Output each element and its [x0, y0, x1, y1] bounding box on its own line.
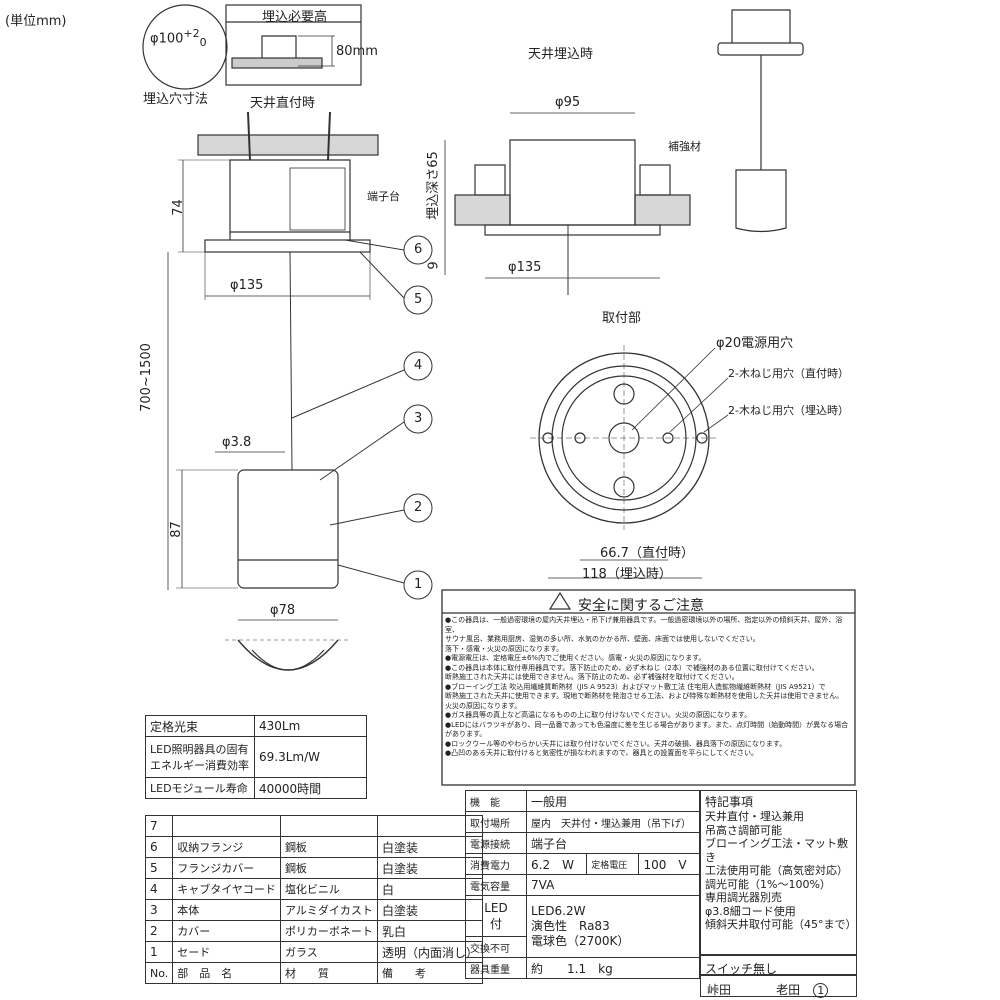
- safety-title: 安全に関するご注意: [578, 598, 704, 614]
- ceiling-section: [197, 134, 379, 156]
- dim-d118: 118（埋込時）: [582, 567, 672, 582]
- note-line: 専用調光器別売: [705, 891, 782, 904]
- dim-h700: 700~1500: [138, 343, 154, 412]
- safety-line: 落下・感電・火災の原因になります。: [445, 644, 564, 653]
- note-line: ブローイング工法・マット敷き: [705, 837, 848, 864]
- dim-depth65: 埋込深さ65: [425, 151, 441, 220]
- note-line: 調光可能（1%～100%）: [705, 877, 831, 891]
- safety-line: 断熱施工された天井には使用できません。落下防止のため、必ず補強材を取付けてくださ…: [445, 673, 739, 681]
- signature-box: 峠田 老田 1: [700, 975, 857, 998]
- dim-d20: φ20電源用穴: [716, 336, 794, 351]
- callout-2: 2: [414, 500, 423, 515]
- view-mount-title: 取付部: [602, 311, 642, 326]
- hole-diameter: φ100+20: [150, 27, 207, 49]
- note-line: φ3.8細コード使用: [705, 904, 796, 918]
- label-terminal: 端子台: [367, 190, 400, 203]
- safety-line: ●LEDにはバラツキがあり、同一品番であっても色温度に差を生じる場合があります。…: [445, 720, 849, 739]
- safety-line: ●ロックウール等のやわらかい天井には取り付けないでください。天井の破損、器具落下…: [445, 739, 787, 748]
- label-reinforce: 補強材: [668, 140, 701, 153]
- callout-6: 6: [414, 242, 423, 257]
- dim-d667: 66.7（直付時）: [600, 546, 694, 561]
- dim-d78: φ78: [270, 603, 296, 618]
- embed-height-title: 埋込必要高: [262, 10, 328, 25]
- safety-line: ●ガス器具等の真上など高温になるものの上に取り付けないでください。火災の原因にな…: [445, 711, 752, 719]
- safety-line: ●凸凹のある天井に取付けると気密性が損なわれますので、器具との設置面を平らにして…: [445, 749, 758, 757]
- callout-1: 1: [414, 577, 423, 592]
- notes-list: 天井直付・埋込兼用吊高さ調節可能ブローイング工法・マット敷き工法使用可能（高気密…: [705, 810, 857, 932]
- view-recessed-title: 天井埋込時: [528, 47, 594, 62]
- callout-4: 4: [414, 358, 423, 373]
- switch-box: スイッチ無し: [700, 955, 857, 976]
- safety-text: ●この器具は、一般過密環境の屋内天井埋込・吊下げ兼用器具です。一般過密環境以外の…: [445, 616, 853, 759]
- dim-d95: φ95: [555, 95, 581, 110]
- dim-h87: 87: [168, 521, 184, 538]
- hole-size-circle: [142, 4, 228, 90]
- dim-h9: 9: [426, 261, 442, 270]
- hole-caption: 埋込穴寸法: [143, 92, 209, 107]
- note-line: 傾斜天井取付可能（45°まで）: [705, 918, 857, 931]
- flange-cover: [204, 239, 371, 253]
- dim-screw-direct: 2-木ねじ用穴（直付時）: [728, 367, 849, 380]
- pendant-body: [237, 469, 339, 589]
- safety-line: ●この器具は本体に取付専用器具です。落下防止のため、必ず木ねじ（2本）で補強材の…: [445, 663, 819, 672]
- dim-d38: φ3.8: [222, 435, 252, 450]
- callout-5: 5: [414, 292, 423, 307]
- callout-3: 3: [414, 411, 423, 426]
- info-table: 機 能一般用 取付場所屋内 天井付・埋込兼用（吊下げ） 電源接続端子台 消費電力…: [465, 790, 700, 979]
- safety-line: 断熱施工された天井に使用できます。現地で断熱材を発泡させる工法、および特殊な断熱…: [445, 692, 844, 700]
- safety-line: 火災の原因になります。: [445, 701, 522, 710]
- embed-height-value: 80mm: [336, 44, 378, 59]
- dim-d135b: φ135: [508, 260, 542, 275]
- note-line: 吊高さ調節可能: [705, 823, 782, 837]
- unit-label: (単位mm): [5, 14, 67, 29]
- dim-h74: 74: [170, 199, 186, 216]
- notes-box: 特記事項 天井直付・埋込兼用吊高さ調節可能ブローイング工法・マット敷き工法使用可…: [700, 790, 857, 955]
- dim-screw-recessed: 2-木ねじ用穴（埋込時）: [728, 404, 849, 417]
- safety-line: ●電源電圧は、定格電圧±6%内でご使用ください。感電・火災の原因になります。: [445, 654, 706, 662]
- safety-line: ●ブローイング工法 吹込用繊維質断熱材（JIS A 9523）およびマット敷工法…: [445, 682, 826, 691]
- note-line: 天井直付・埋込兼用: [705, 810, 804, 823]
- view-direct-title: 天井直付時: [250, 96, 316, 111]
- note-line: 工法使用可能（高気密対応）: [705, 864, 848, 877]
- parts-header: No.部 品 名材 質備 考: [144, 962, 483, 984]
- safety-line: サウナ風呂、業務用厨房、湿気の多い所、水気のかかる所、壁面、床面では使用しないで…: [445, 635, 760, 643]
- parts-row: 7: [144, 815, 483, 837]
- dim-d135: φ135: [230, 278, 264, 293]
- safety-line: ●この器具は、一般過密環境の屋内天井埋込・吊下げ兼用器具です。一般過密環境以外の…: [445, 616, 843, 634]
